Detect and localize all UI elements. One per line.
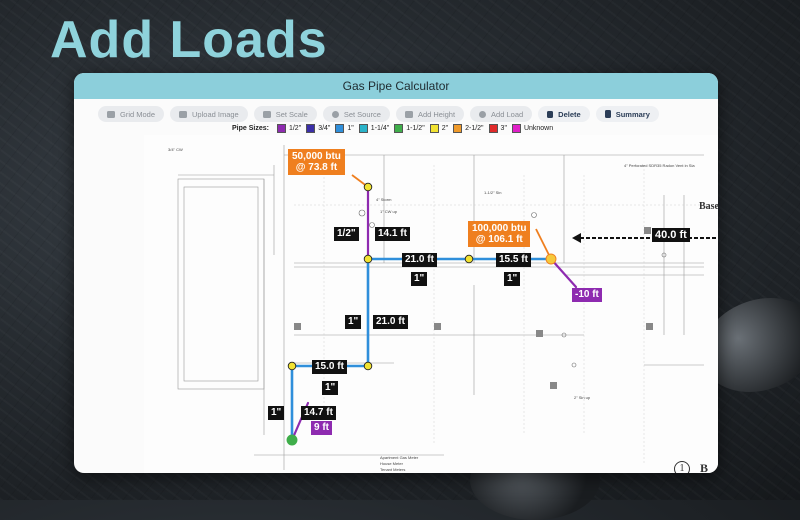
legend-item: 2" [429,124,449,133]
legend-label: 1-1/4" [370,125,390,132]
delete-button[interactable]: Delete [538,106,590,122]
pipe-nodes [286,182,557,446]
legend-swatch [306,124,316,133]
legend-item: Unknown [511,124,554,133]
legend-item: 2-1/2" [453,124,484,133]
pipe-size-label[interactable]: 1" [411,272,428,286]
image-icon [179,110,188,118]
pipe-size-label[interactable]: 1" [504,272,521,286]
legend-item: 1" [335,124,354,133]
plan-note: 4" Storm [376,197,392,202]
plan-note: House Meter [380,461,403,466]
legend-swatch [358,124,368,133]
load-btu: 50,000 btu [292,151,341,162]
load-distance: @ 106.1 ft [475,234,523,245]
summary-label: Summary [615,109,650,119]
document-icon [604,110,611,118]
upload-image-label: Upload Image [192,109,239,119]
height-label[interactable]: 40.0 ft [652,228,690,242]
pipe-size-legend: Pipe Sizes: 1/2" 3/4" 1" 1-1/4" 1-1/2" 2… [232,124,553,133]
plan-drawing [177,145,718,470]
window-title: Gas Pipe Calculator [74,73,718,99]
height-arrow [572,233,718,243]
plan-dashed-lines [294,165,704,465]
set-source-label: Set Source [343,109,381,119]
legend-swatch [488,124,498,133]
set-scale-button[interactable]: Set Scale [253,106,317,122]
pipe-length-label[interactable]: 14.7 ft [301,406,336,420]
legend-label: 3" [500,125,507,132]
toolbar: Grid Mode Upload Image Set Scale Set Sou… [74,99,718,125]
pipe-length-label[interactable]: 14.1 ft [375,227,410,241]
grid-icon [107,110,115,118]
load-label[interactable]: 50,000 btu @ 73.8 ft [288,149,345,175]
legend-swatch [335,124,345,133]
add-load-button[interactable]: Add Load [470,106,533,122]
add-height-button[interactable]: Add Height [395,106,465,122]
plan-note: Tenant Meters [380,467,406,472]
legend-item: 3/4" [306,124,330,133]
plan-note: 1-1/2" Sin [484,190,502,195]
load-btu: 100,000 btu [472,223,527,234]
legend-item: 1-1/2" [394,124,425,133]
legend-label: 2-1/2" [465,125,484,132]
pipe-size-label[interactable]: 1" [345,315,362,329]
legend-swatch [276,124,286,133]
legend-item: 3" [488,124,507,133]
plan-note: 3/4" CW [168,147,183,152]
plan-note: 4" Perforated SDR35 Radon Vent in Sla [624,163,695,168]
legend-item: 1/2" [276,124,302,133]
arrow-icon [404,110,413,118]
plan-sheet-number: 1 [674,461,690,473]
legend-title: Pipe Sizes: [232,125,269,132]
pipe-size-label[interactable]: 1/2" [334,227,359,241]
pipe-length-label[interactable]: 15.0 ft [312,360,347,374]
height-label[interactable]: -10 ft [572,288,602,302]
flame-icon [479,110,487,118]
legend-swatch [511,124,521,133]
legend-label: 1" [347,125,354,132]
pin-icon [331,110,339,118]
plan-sheet-letter: B [700,461,709,473]
plan-room-label: Basem [699,201,718,212]
grid-mode-button[interactable]: Grid Mode [98,106,165,122]
legend-label: Unknown [523,125,554,132]
legend-swatch [394,124,404,133]
height-label[interactable]: 9 ft [311,421,332,435]
pipe-size-label[interactable]: 1" [268,406,285,420]
add-height-label: Add Height [417,109,456,119]
legend-swatch [453,124,463,133]
plan-note: 1" CW up [380,209,397,214]
summary-button[interactable]: Summary [595,106,659,122]
legend-item: 1-1/4" [358,124,390,133]
legend-label: 2" [441,125,449,132]
set-source-button[interactable]: Set Source [322,106,390,122]
load-distance: @ 73.8 ft [295,162,338,173]
grid-mode-label: Grid Mode [120,109,156,119]
plan-note: Apartment Gas Meter [380,455,419,460]
load-label[interactable]: 100,000 btu @ 106.1 ft [468,221,531,247]
plan-walls [177,145,704,470]
pipe-size-label[interactable]: 1" [322,381,339,395]
plan-fixtures [294,227,653,389]
app-window: Gas Pipe Calculator Grid Mode Upload Ima… [74,73,718,473]
plan-note: 2" Sin up [574,395,591,400]
upload-image-button[interactable]: Upload Image [170,106,248,122]
plan-circles [358,209,667,368]
legend-label: 1-1/2" [406,125,425,132]
legend-label: 3/4" [318,125,331,132]
pipe-length-label[interactable]: 15.5 ft [496,253,531,267]
set-scale-label: Set Scale [275,109,308,119]
pipe-length-label[interactable]: 21.0 ft [373,315,408,329]
trash-icon [547,110,554,118]
ruler-icon [262,110,271,118]
hero-title: Add Loads [50,11,328,69]
floor-plan-canvas[interactable]: 3/4" CW 4" Storm 1" CW up 1-1/2" Sin 4" … [144,135,718,473]
legend-swatch [429,124,439,133]
delete-label: Delete [558,109,581,119]
pipe-length-label[interactable]: 21.0 ft [402,253,437,267]
add-load-label: Add Load [491,109,524,119]
legend-label: 1/2" [288,125,302,132]
